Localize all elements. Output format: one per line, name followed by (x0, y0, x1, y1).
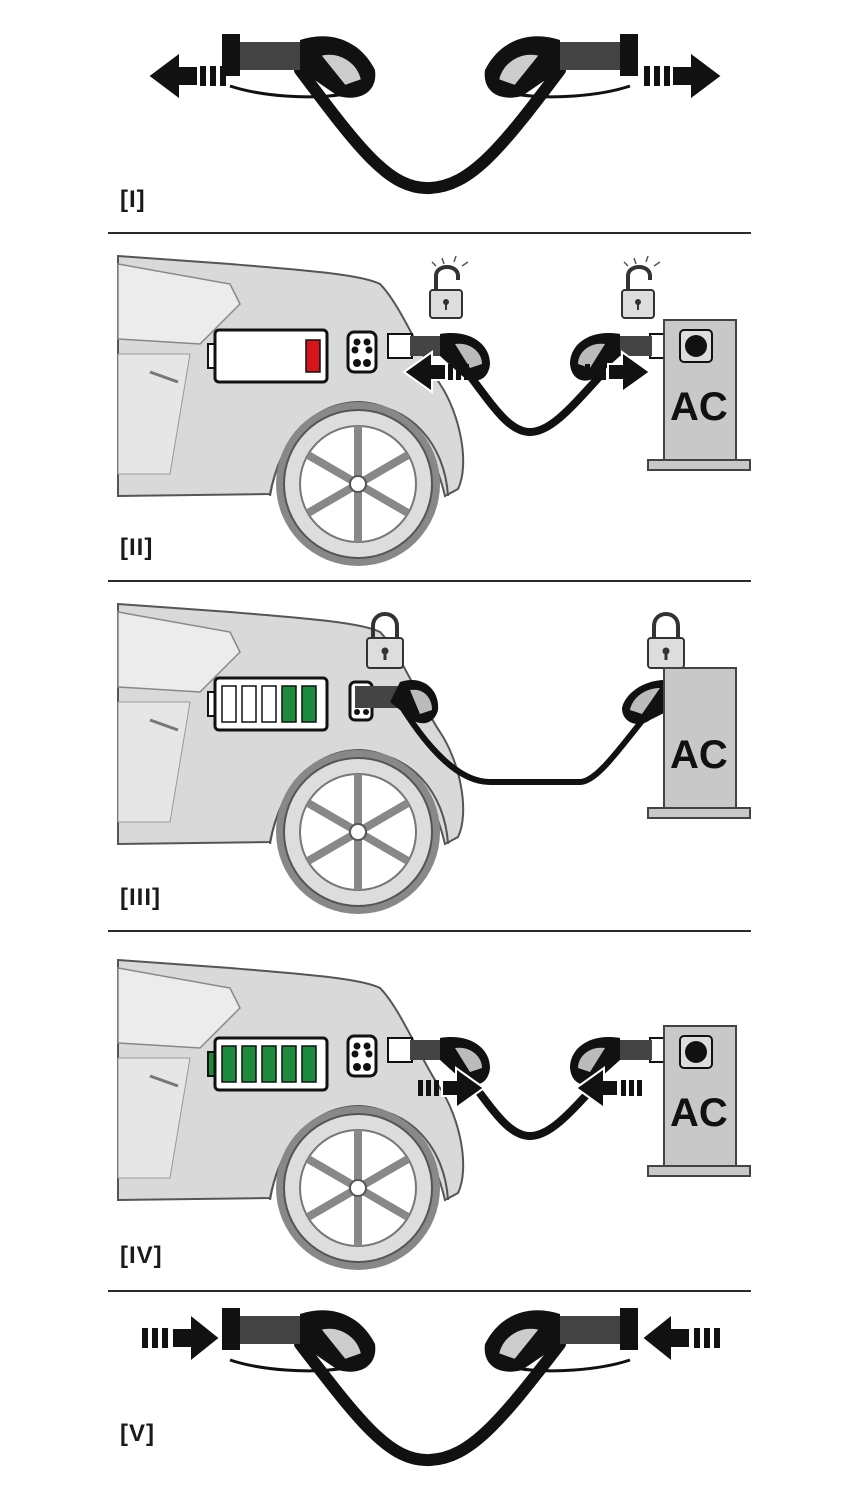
step-label: [V] (120, 1420, 155, 1447)
right-plug (484, 34, 638, 99)
station-label: AC (670, 733, 728, 777)
unlocked-padlock-icon (429, 255, 469, 319)
unlocked-padlock-icon (621, 255, 661, 319)
step-label: [I] (120, 186, 146, 213)
battery-segment (241, 1045, 257, 1083)
locked-padlock-icon (647, 612, 685, 669)
battery-icon (207, 1036, 329, 1092)
battery-icon (207, 676, 329, 732)
charging-cable (397, 697, 663, 785)
battery-segment (221, 685, 237, 723)
battery-level-red (305, 339, 321, 373)
battery-icon (207, 328, 329, 384)
wheel (276, 1106, 440, 1270)
battery-segment (281, 685, 297, 723)
battery-segment (301, 1045, 317, 1083)
battery-segment (261, 685, 277, 723)
left-plug (222, 34, 376, 99)
charging-cable (466, 1076, 604, 1141)
divider (108, 232, 751, 234)
step-label: [IV] (120, 1242, 163, 1269)
cable-illustration (142, 1308, 720, 1467)
ac-charging-station: AC (647, 1025, 751, 1177)
step-5-panel: [V] (0, 1292, 860, 1500)
step-label: [II] (120, 534, 154, 561)
arrow-right-in-icon (418, 1066, 486, 1110)
battery-segment (301, 685, 317, 723)
left-plug (387, 1037, 490, 1085)
wheel (276, 750, 440, 914)
battery-segment (241, 685, 257, 723)
arrow-right-in-icon (142, 1311, 222, 1365)
arrow-left-out-icon (402, 350, 469, 394)
step-1-panel: [I] (0, 0, 860, 232)
divider (108, 930, 751, 932)
ac-charging-station: AC (647, 667, 751, 819)
arrow-left-in-icon (574, 1066, 642, 1110)
divider (108, 1290, 751, 1292)
wheel (276, 402, 440, 566)
step-2-panel: AC [II] (0, 234, 860, 580)
battery-segment (221, 1045, 237, 1083)
car-charging-illustration: AC (117, 602, 751, 914)
locked-padlock-icon (366, 612, 404, 669)
step-3-panel: AC [III] (0, 582, 860, 930)
ac-charging-station: AC (647, 319, 751, 471)
left-plug (387, 333, 490, 381)
charging-cable (294, 1338, 566, 1467)
divider (108, 580, 751, 582)
arrow-right-out-icon (644, 50, 724, 102)
station-label: AC (670, 385, 728, 429)
right-plug (484, 1308, 638, 1373)
left-plug (222, 1308, 376, 1373)
cable-illustration (146, 34, 724, 195)
car-socket-icon (346, 330, 378, 374)
charging-cable (294, 64, 566, 195)
arrow-left-in-icon (640, 1311, 720, 1365)
car-socket-icon (346, 1034, 378, 1078)
step-label: [III] (120, 884, 161, 911)
right-plug (570, 1037, 675, 1085)
car-charging-illustration: AC (117, 958, 751, 1270)
charging-cable (466, 372, 604, 437)
battery-segment (281, 1045, 297, 1083)
car-charging-illustration: AC (117, 254, 751, 566)
station-label: AC (670, 1091, 728, 1135)
arrow-right-out-icon (585, 350, 652, 394)
arrow-left-out-icon (146, 50, 226, 102)
battery-segment (261, 1045, 277, 1083)
step-4-panel: AC [IV] (0, 932, 860, 1290)
